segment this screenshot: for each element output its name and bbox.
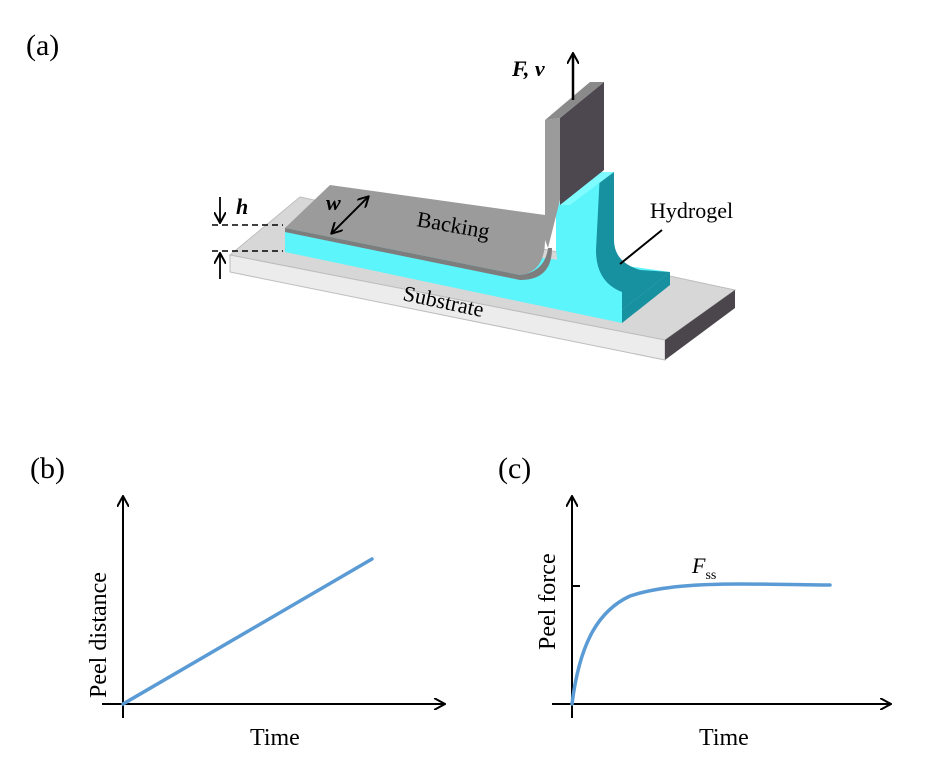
chart-c-y-label: Peel force <box>535 553 561 650</box>
width-label: w <box>326 190 341 215</box>
panel-label-c: (c) <box>498 452 531 485</box>
chart-c: Fss Time Peel force <box>535 497 890 751</box>
panel-label-b: (b) <box>30 452 65 485</box>
width-indicator: w <box>326 190 368 233</box>
thickness-label: h <box>236 194 248 219</box>
hydrogel-label: Hydrogel <box>650 198 733 223</box>
force-velocity-label: F, v <box>511 56 545 81</box>
steady-force-label: Fss <box>691 553 716 583</box>
hydrogel-leader-line <box>619 229 663 265</box>
panel-label-a: (a) <box>26 29 59 62</box>
chart-b-series-line <box>121 557 374 706</box>
peel-test-diagram: F, v h w Backing Substrate Hydrogel <box>212 54 737 361</box>
chart-c-series-line <box>570 582 832 706</box>
chart-c-x-label: Time <box>699 725 749 751</box>
chart-b-x-label: Time <box>250 725 300 751</box>
chart-b-y-label: Peel distance <box>86 572 112 698</box>
hydrogel-layer <box>285 172 670 323</box>
backing-layer <box>285 82 604 280</box>
chart-b: Time Peel distance <box>86 497 444 751</box>
thickness-indicator: h <box>212 194 283 279</box>
